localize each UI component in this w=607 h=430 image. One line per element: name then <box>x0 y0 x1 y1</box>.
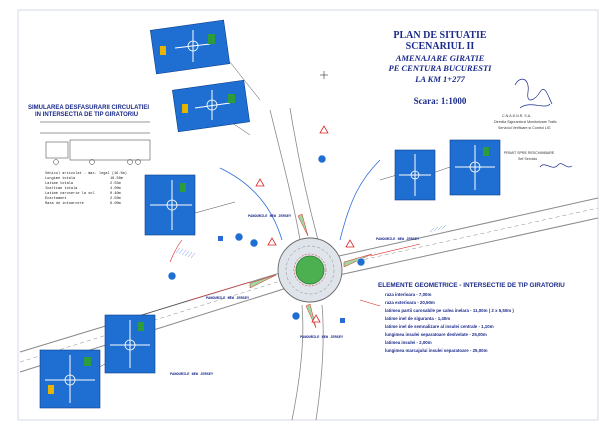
spec-label: Lungime totala <box>45 177 76 181</box>
scale-label: Scara: 1:1000 <box>413 96 467 106</box>
sign-panel-right-1 <box>394 149 436 201</box>
spec-value: 16.50m <box>110 177 123 181</box>
geometry-item: latime inel de siguranta - 1,40m <box>385 316 451 321</box>
scenario-title: SCENARIUL II <box>405 41 475 52</box>
panel-note: PANOURILE NEW JERSEY <box>170 373 214 377</box>
geometry-title: ELEMENTE GEOMETRICE - INTERSECTIE DE TIP… <box>378 282 565 289</box>
sign-panel-top-2 <box>172 79 250 133</box>
central-island <box>295 255 325 285</box>
geometry-item: raza exterioara - 20,50m <box>385 300 435 305</box>
direction-signs <box>39 19 501 409</box>
geometry-item: raza interioara - 7,00m <box>385 292 432 297</box>
spec-label: Raza de intoarcere <box>45 202 84 206</box>
panel-note: PANOURILE NEW JERSEY <box>376 238 420 242</box>
stamp-service: Serviciul Verificare si Control LIG <box>498 126 551 130</box>
spec-label: Ecartament <box>45 197 67 201</box>
sign-panel-bottom-left-2 <box>39 349 101 409</box>
panel-note: PANOURILE NEW JERSEY <box>248 215 292 219</box>
simulation-title: SIMULAREA DESFASURARII CIRCULATIEI <box>28 105 150 111</box>
spec-label: Latime totala <box>45 182 74 186</box>
small-road-signs <box>167 125 366 323</box>
plan-title: PLAN DE SITUATIE <box>393 30 487 41</box>
truck-diagram <box>40 121 151 165</box>
hatched-strips <box>175 224 447 259</box>
spec-value: 6.00m <box>110 202 121 206</box>
geometry-item: latimea insulei - 2,00m <box>385 340 432 345</box>
panel-note: PANOURILE NEW JERSEY <box>300 336 344 340</box>
location-title: PE CENTURA BUCURESTI <box>388 63 492 73</box>
red-markings <box>169 239 421 307</box>
panel-note: PANOURILE NEW JERSEY <box>206 297 250 301</box>
sign-panel-top-1 <box>149 19 231 75</box>
spec-value: 0.40m <box>110 192 121 196</box>
geometry-item: latimea partii carosabile pe calea inela… <box>385 308 514 313</box>
sign-panel-left-mid <box>144 174 196 236</box>
stamp-company: C.N.A.D.N.R. S.A. <box>502 114 532 118</box>
spec-label: Vehicul articulat - max. legal (16.5m) <box>45 172 127 176</box>
km-title: LA KM 1+277 <box>415 74 465 84</box>
spec-label: Latime caroserie la sol <box>45 192 95 196</box>
spec-value: 2.50m <box>110 197 121 201</box>
signature <box>514 78 573 168</box>
spec-value: 4.00m <box>110 187 121 191</box>
spec-label: Inaltime totala <box>45 187 78 191</box>
roundabout <box>277 237 343 303</box>
spec-value: 2.55m <box>110 182 121 186</box>
geometry-item: latime inel de semnalizare al insulei ce… <box>385 324 494 329</box>
sign-panel-bottom-left-1 <box>104 314 156 374</box>
stamp-approval: PRIMIT SPRE RESCHIMBARE <box>504 151 555 155</box>
north-arrow-icon <box>320 71 328 79</box>
geometry-item: lungimea marcajului insulei separatoare … <box>385 348 488 353</box>
project-title: AMENAJARE GIRATIE <box>395 53 485 63</box>
sign-panel-right-2 <box>449 139 501 196</box>
geometry-item: lungimea insulei separatoare deslvelate … <box>385 332 487 337</box>
sheet-frame <box>17 9 599 421</box>
stamp-role: Sef Serviciu <box>518 157 538 161</box>
secondary-road <box>219 107 381 421</box>
simulation-subtitle: IN INTERSECTIA DE TIP GIRATORIU <box>35 112 139 118</box>
stamp-dept: Directia Siguranta si Monitorizare Trafi… <box>494 120 557 124</box>
